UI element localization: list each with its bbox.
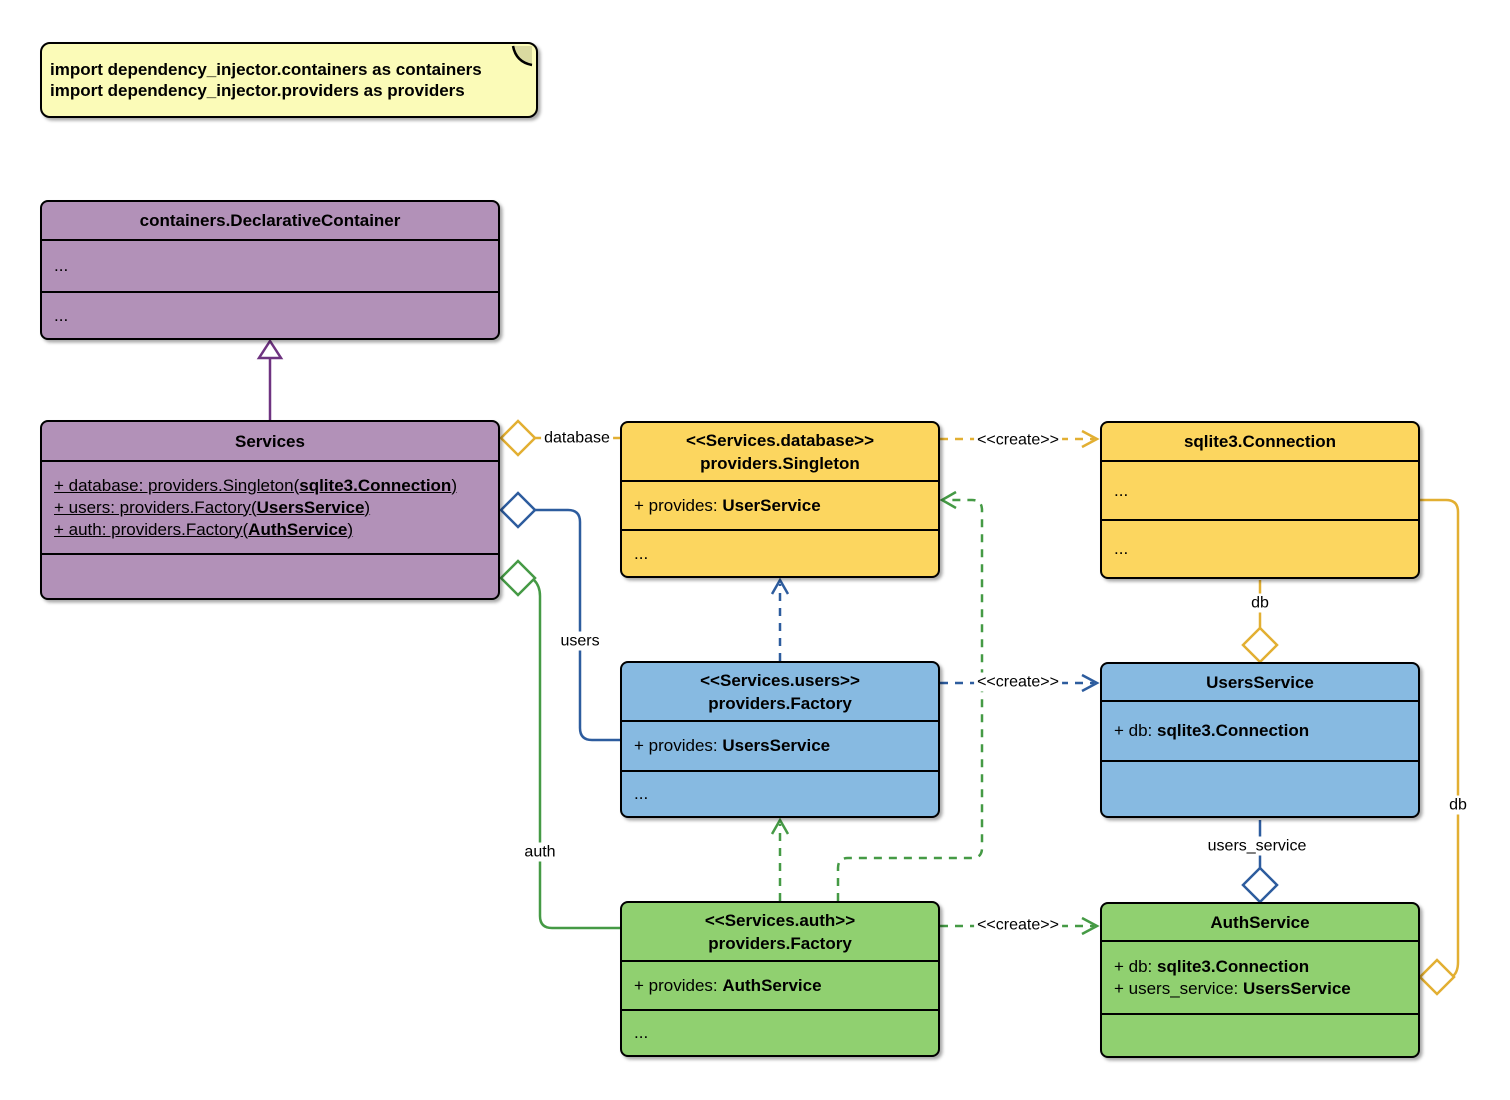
edge-db-auth-service: [1420, 498, 1460, 977]
class-declarative-container-methods: ...: [42, 291, 498, 338]
class-declarative-container: containers.DeclarativeContainer ... ...: [40, 200, 500, 340]
class-sqlite3-connection-methods: ...: [1102, 519, 1418, 577]
class-singleton-provider: <<Services.database>> providers.Singleto…: [620, 421, 940, 578]
class-auth-factory: <<Services.auth>> providers.Factory + pr…: [620, 901, 940, 1057]
arrowhead-create-database-icon: [1081, 429, 1100, 449]
attribute-database: + database: providers.Singleton(sqlite3.…: [54, 475, 457, 495]
aggregation-diamond-database-icon: [499, 419, 537, 457]
edge-label-db-auth: db: [1446, 795, 1470, 815]
arrowhead-create-users-icon: [1081, 673, 1100, 693]
attribute-users: + users: providers.Factory(UsersService): [54, 497, 371, 517]
class-sqlite3-connection-attributes: ...: [1102, 460, 1418, 519]
note-fold-icon: [511, 45, 533, 67]
aggregation-diamond-db-users-icon: [1241, 626, 1279, 664]
class-auth-service-methods: [1102, 1013, 1418, 1056]
class-sqlite3-connection: sqlite3.Connection ... ...: [1100, 421, 1420, 579]
edge-label-database: database: [541, 428, 613, 448]
note-line-2: import dependency_injector.providers as …: [50, 81, 465, 100]
aggregation-diamond-users-icon: [499, 491, 537, 529]
edge-auth: [533, 579, 620, 930]
class-users-service-methods: [1102, 760, 1418, 816]
class-services: Services + database: providers.Singleton…: [40, 420, 500, 600]
class-auth-factory-title: <<Services.auth>> providers.Factory: [704, 910, 856, 953]
class-auth-service-title: AuthService: [1210, 912, 1310, 932]
aggregation-diamond-users-service-icon: [1241, 866, 1279, 904]
edge-label-users: users: [557, 631, 603, 651]
class-users-factory-methods: ...: [622, 770, 938, 816]
class-services-methods: [42, 553, 498, 598]
class-auth-service: AuthService + db: sqlite3.Connection + u…: [1100, 902, 1420, 1058]
edge-dependency-auth-singleton: [836, 498, 984, 901]
class-singleton-title: <<Services.database>> providers.Singleto…: [685, 430, 875, 473]
class-users-service-title: UsersService: [1206, 672, 1314, 692]
arrowhead-dependency-auth-singleton-icon: [939, 490, 957, 510]
attribute-users-service: + users_service: UsersService: [1114, 978, 1351, 998]
class-auth-factory-attributes: + provides: AuthService: [622, 960, 938, 1009]
arrowhead-create-auth-icon: [1081, 916, 1100, 936]
class-auth-service-attributes: + db: sqlite3.Connection + users_service…: [1102, 940, 1418, 1013]
class-sqlite3-connection-title: sqlite3.Connection: [1183, 432, 1337, 451]
class-users-factory-title: <<Services.users>> providers.Factory: [700, 670, 860, 713]
aggregation-diamond-db-auth-icon: [1418, 958, 1456, 996]
class-declarative-container-title: containers.DeclarativeContainer: [139, 211, 401, 230]
class-services-attributes: + database: providers.Singleton(sqlite3.…: [42, 460, 498, 553]
class-declarative-container-attributes: ...: [42, 239, 498, 291]
edge-label-create-database: <<create>>: [974, 430, 1062, 450]
edge-label-users-service: users_service: [1204, 836, 1310, 856]
edge-label-db-users: db: [1248, 593, 1272, 613]
aggregation-diamond-auth-icon: [499, 559, 537, 597]
class-auth-factory-methods: ...: [622, 1009, 938, 1055]
class-users-service-attributes: + db: sqlite3.Connection: [1102, 700, 1418, 760]
arrowhead-dependency-users-icon: [770, 577, 790, 595]
generalization-triangle-icon: [256, 338, 284, 360]
import-note: import dependency_injector.containers as…: [40, 42, 538, 118]
class-services-title: Services: [235, 431, 305, 451]
edge-label-auth: auth: [521, 842, 559, 862]
class-singleton-stereotype: <<Services.database>>: [685, 430, 875, 450]
edge-label-create-users: <<create>>: [974, 672, 1062, 692]
class-users-factory-stereotype: <<Services.users>>: [700, 670, 860, 690]
class-singleton-methods: ...: [622, 529, 938, 576]
class-singleton-attributes: + provides: UserService: [622, 480, 938, 529]
edge-users: [535, 508, 620, 742]
attribute-auth: + auth: providers.Factory(AuthService): [54, 519, 354, 539]
class-users-factory-attributes: + provides: UsersService: [622, 720, 938, 770]
class-users-factory: <<Services.users>> providers.Factory + p…: [620, 661, 940, 818]
class-users-service: UsersService + db: sqlite3.Connection: [1100, 662, 1420, 818]
note-line-1: import dependency_injector.containers as…: [50, 60, 482, 79]
class-auth-factory-stereotype: <<Services.auth>>: [704, 910, 856, 930]
edge-label-create-auth: <<create>>: [974, 915, 1062, 935]
arrowhead-dependency-auth-users-icon: [770, 817, 790, 835]
attribute-db: + db: sqlite3.Connection: [1114, 956, 1310, 976]
